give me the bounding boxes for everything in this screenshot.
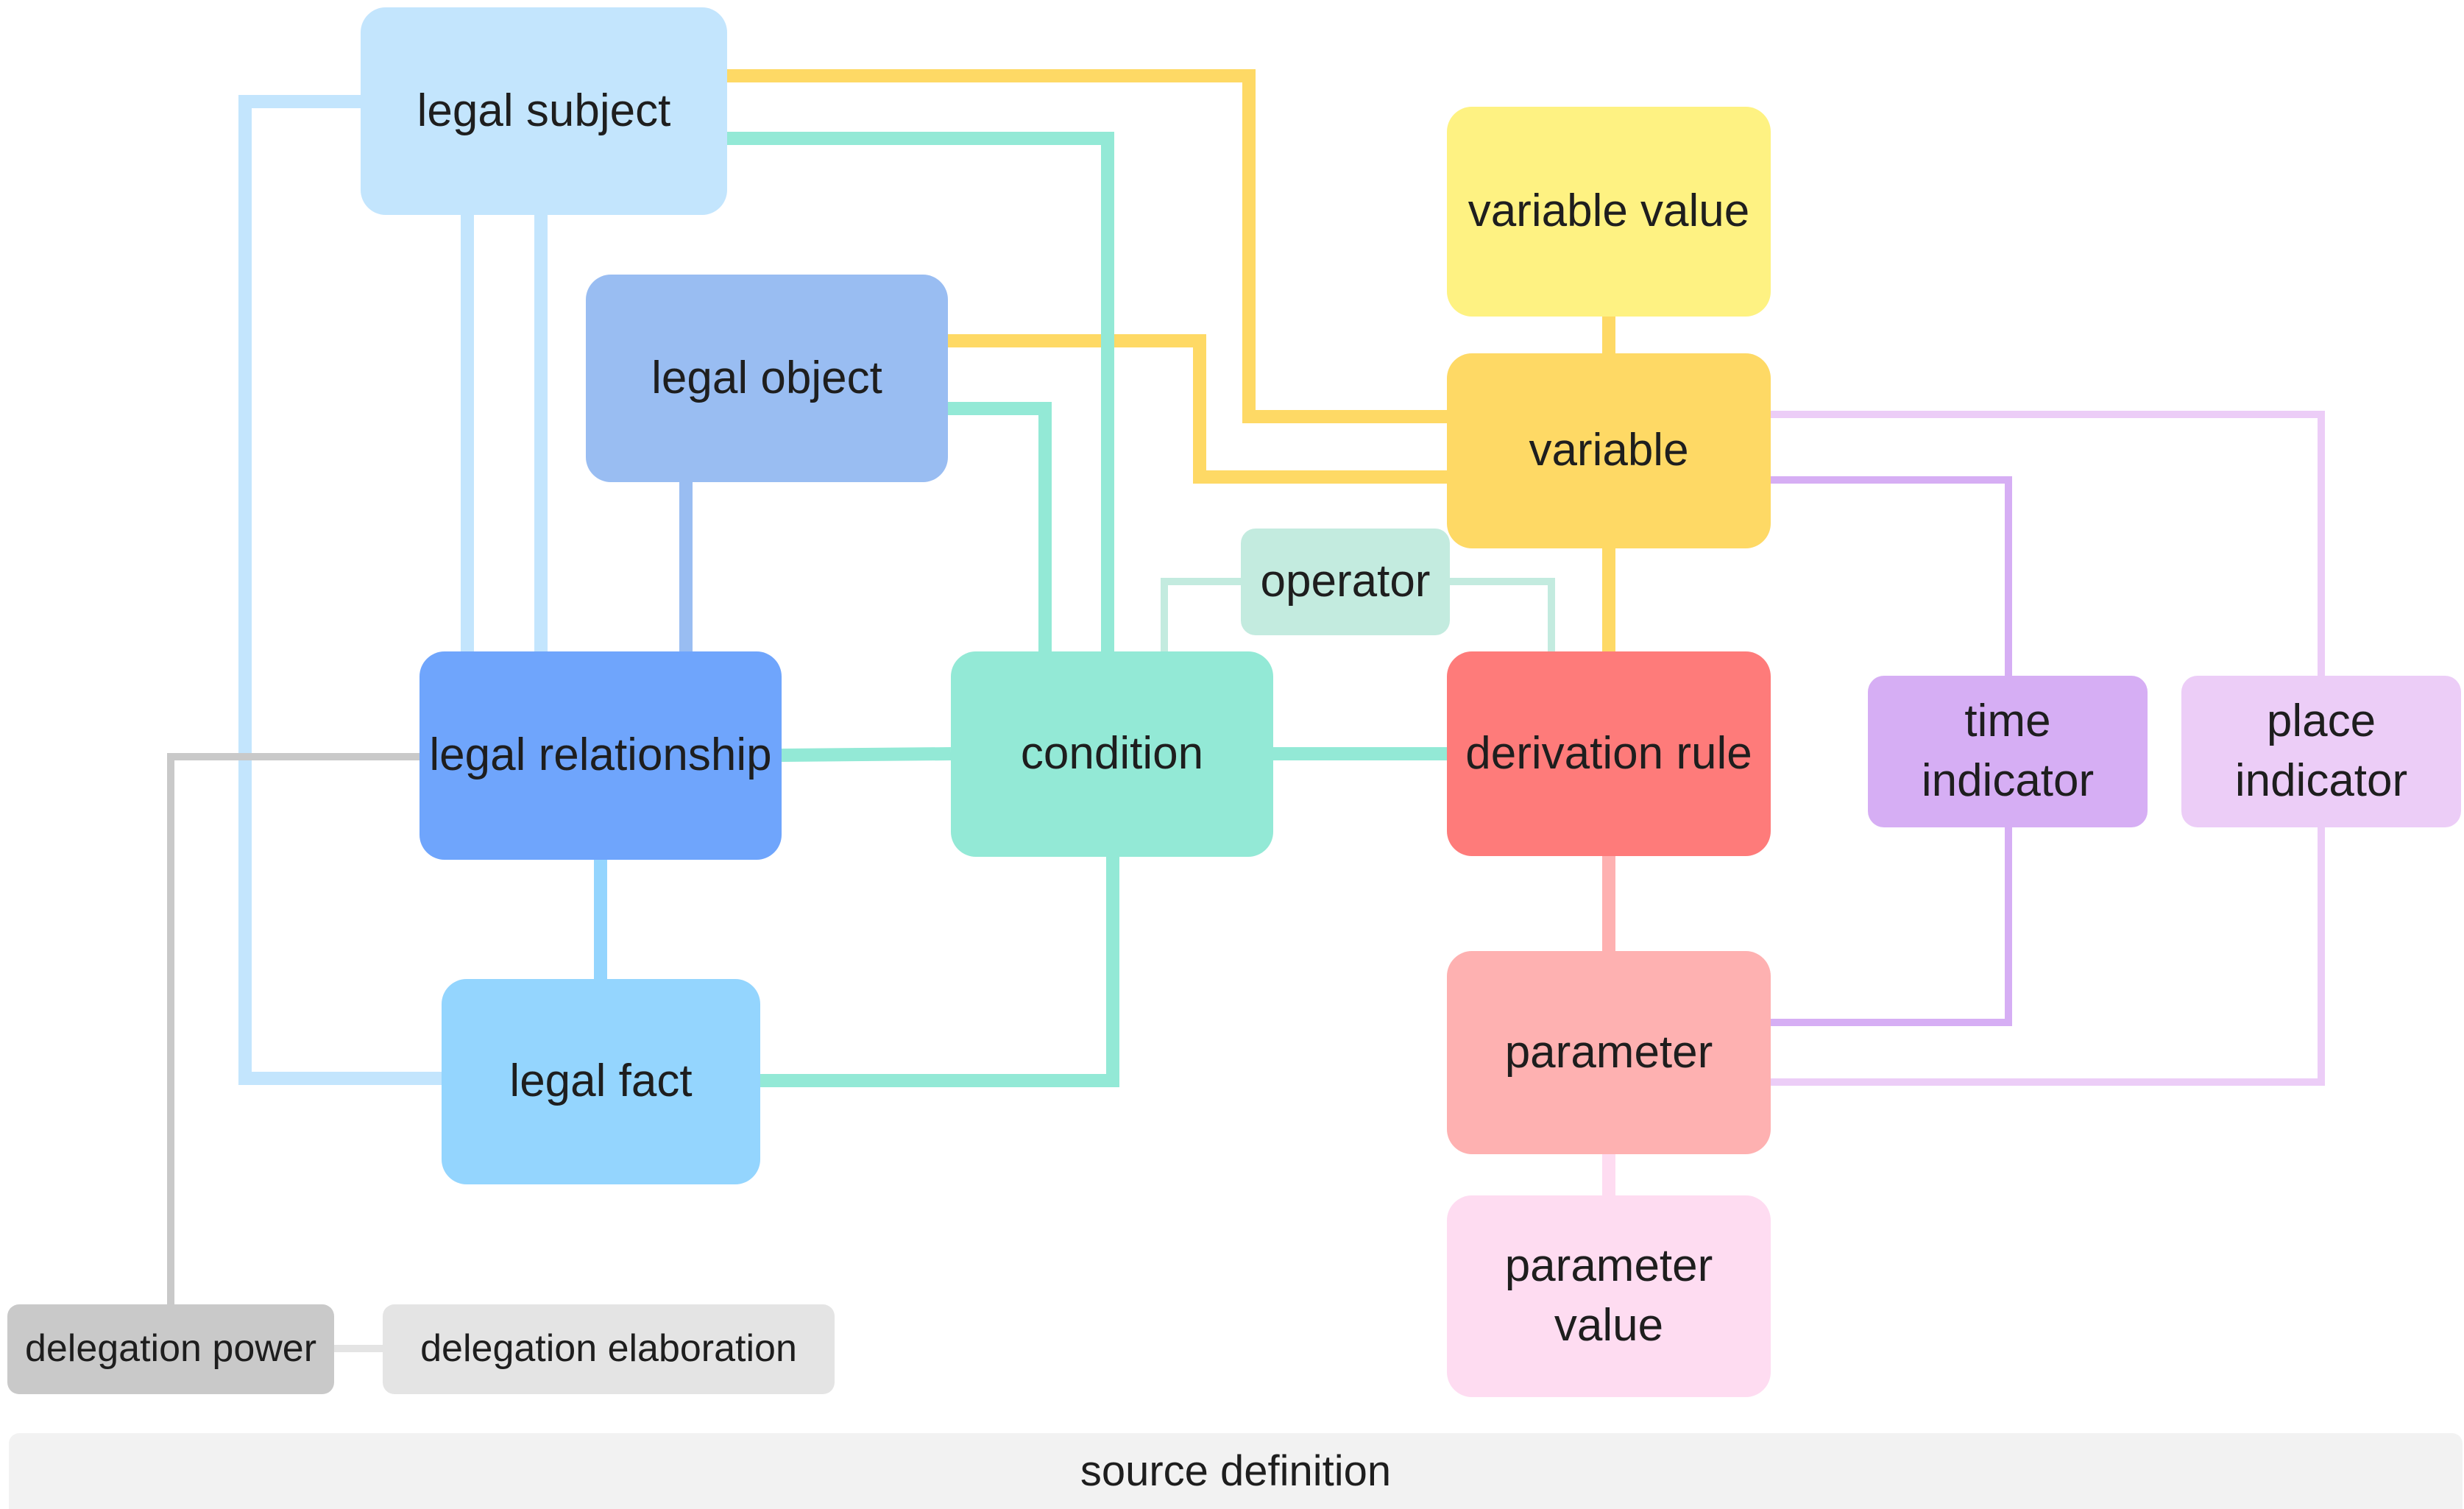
node-operator[interactable]: operator: [1241, 529, 1450, 635]
node-label: variable: [1529, 425, 1689, 476]
node-legal-subject[interactable]: legal subject: [361, 7, 727, 215]
node-label: legal subject: [417, 85, 671, 136]
node-place-indicator[interactable]: place indicator: [2181, 676, 2461, 827]
source-definition-label: source definition: [1080, 1447, 1392, 1495]
edge-parameter-time-indicator: [1771, 827, 2012, 1026]
node-legal-fact[interactable]: legal fact: [442, 979, 760, 1184]
source-definition-bar[interactable]: source definition: [9, 1433, 2463, 1509]
node-label: derivation rule: [1465, 727, 1752, 779]
node-parameter-value[interactable]: parameter value: [1447, 1195, 1771, 1397]
node-label: condition: [1020, 728, 1204, 780]
edge-legal-subject-variable: [727, 69, 1447, 423]
node-legal-relationship[interactable]: legal relationship: [419, 651, 782, 860]
node-label: time indicator: [1921, 696, 2095, 806]
node-label: variable value: [1468, 185, 1750, 237]
node-label: delegation power: [24, 1327, 317, 1371]
node-label: legal fact: [509, 1056, 693, 1107]
edge-legal-relationship-condition: [781, 747, 952, 762]
edge-legal-object-variable: [948, 334, 1447, 484]
node-parameter[interactable]: parameter: [1447, 951, 1771, 1154]
node-time-indicator[interactable]: time indicator: [1868, 676, 2148, 827]
node-label: legal object: [651, 352, 882, 403]
edge-variable-place-indicator: [1771, 411, 2325, 676]
node-delegation-elaboration[interactable]: delegation elaboration: [383, 1304, 835, 1394]
edge-legal-object-condition: [948, 402, 1052, 651]
node-legal-object[interactable]: legal object: [586, 275, 948, 482]
edge-condition-legal-fact: [760, 857, 1119, 1087]
node-label: parameter value: [1504, 1240, 1713, 1351]
node-label: parameter: [1504, 1026, 1713, 1078]
edge-legal-subject-legal-fact: [238, 95, 442, 1085]
edge-variable-time-indicator: [1771, 476, 2012, 676]
edge-condition-operator: [1161, 578, 1241, 651]
node-derivation-rule[interactable]: derivation rule: [1447, 651, 1771, 856]
node-label: place indicator: [2234, 696, 2408, 806]
edge-parameter-place-indicator: [1771, 827, 2325, 1086]
edge-operator-derivation-rule: [1450, 578, 1555, 651]
edge-legal-subject-condition: [727, 132, 1114, 651]
node-condition[interactable]: condition: [951, 651, 1273, 857]
node-label: operator: [1260, 556, 1431, 607]
node-label: legal relationship: [429, 729, 772, 781]
node-variable-value[interactable]: variable value: [1447, 107, 1771, 317]
node-variable[interactable]: variable: [1447, 353, 1771, 548]
edge-legal-relationship-delegation-power: [167, 753, 419, 1307]
node-label: delegation elaboration: [420, 1327, 797, 1371]
node-delegation-power[interactable]: delegation power: [7, 1304, 334, 1394]
